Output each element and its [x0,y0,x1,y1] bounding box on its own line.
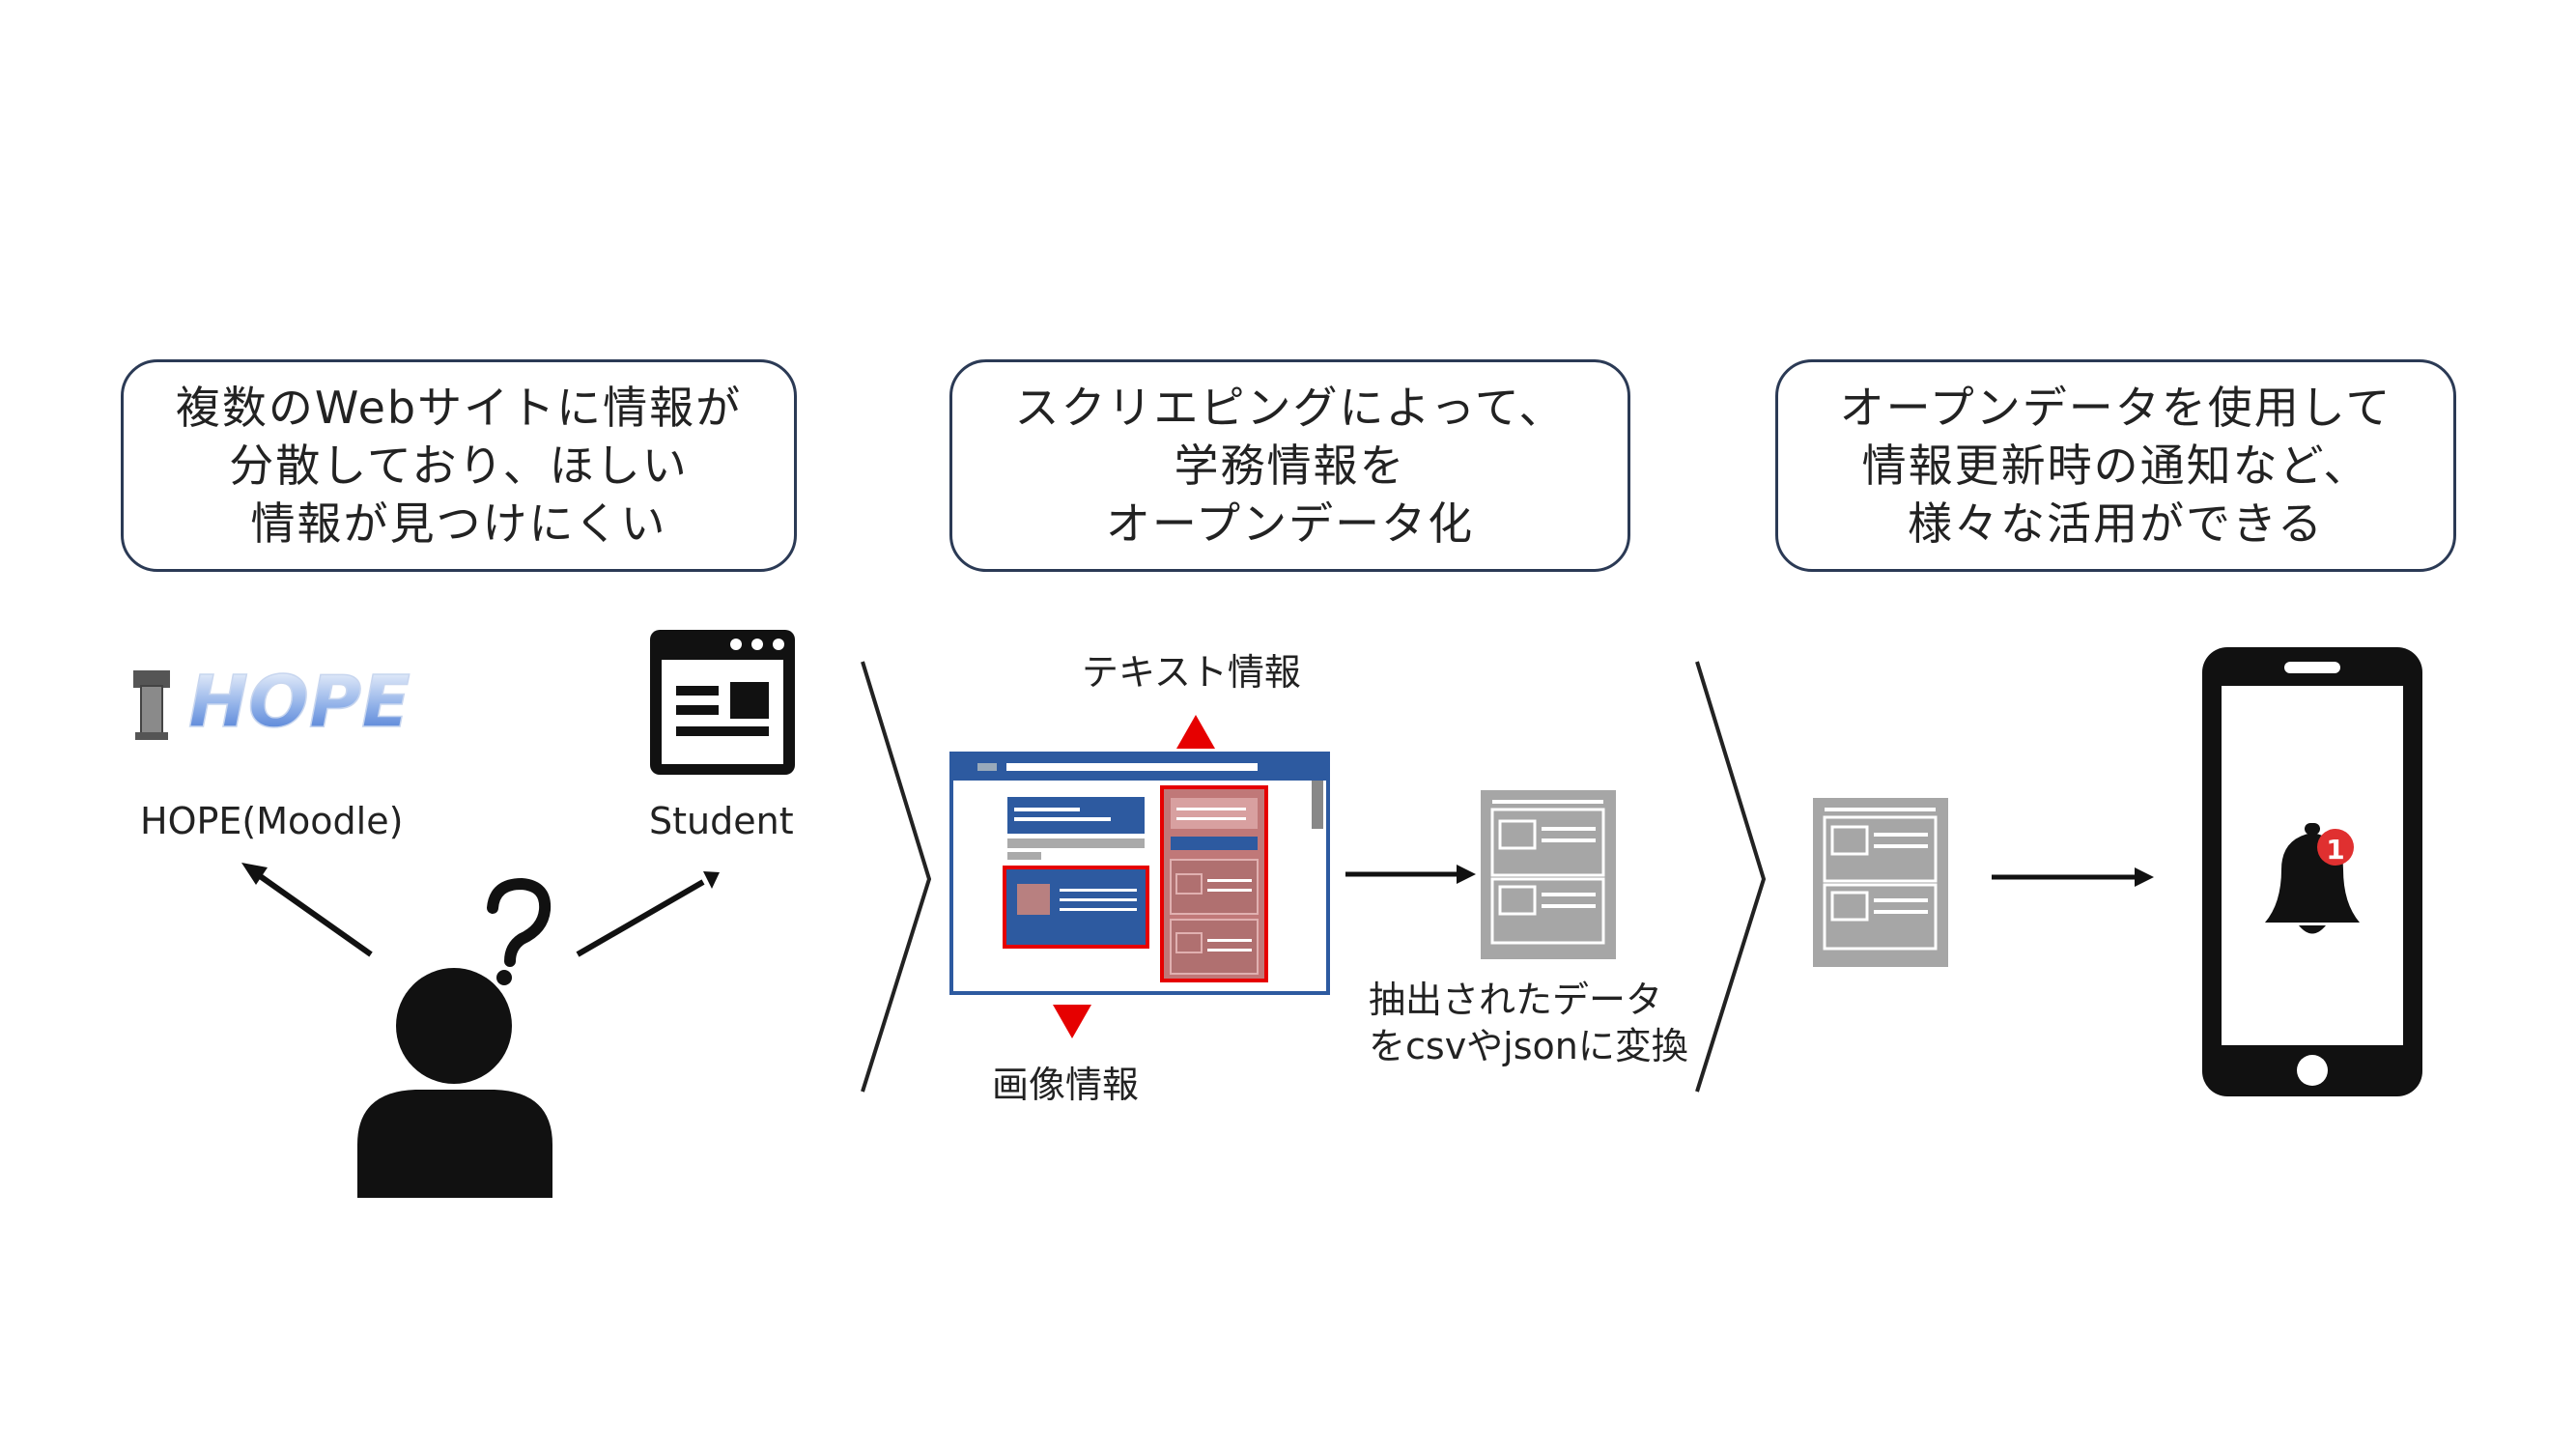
solution-line-3: オープンデータ化 [1105,497,1475,550]
arrow-to-phone [1992,867,2154,887]
open-data-document [1813,798,1948,967]
problem-caption-box: 複数のWebサイトに情報が 分散しており、ほしい 情報が見つけにくい [121,359,797,572]
problem-line-3: 情報が見つけにくい [250,497,667,550]
hope-logo: HOPE [133,660,410,745]
problem-line-2: 分散しており、ほしい [229,440,689,492]
result-line-1: オープンデータを使用して [1839,382,2392,434]
problem-line-1: 複数のWebサイトに情報が [175,382,743,434]
text-info-arrowhead [1176,715,1215,749]
result-caption-box: オープンデータを使用して 情報更新時の通知など、 様々な活用ができる [1775,359,2456,572]
image-info-highlight [1003,866,1149,949]
student-caption: Student [649,800,794,842]
student-site-icon [650,630,795,775]
hope-pillar-icon [133,670,170,740]
notification-badge: 1 [2317,829,2354,866]
extracted-data-label-1: 抽出されたデータ [1369,979,1663,1021]
step-chevron-2 [1695,661,1767,1093]
result-line-3: 様々な活用ができる [1907,497,2325,550]
image-info-arrowhead [1053,1005,1091,1038]
text-info-label: テキスト情報 [1082,651,1301,694]
solution-caption-box: スクリエピングによって、 学務情報を オープンデータ化 [949,359,1630,572]
solution-line-1: スクリエピングによって、 [1014,382,1566,434]
notification-count: 1 [2326,834,2344,866]
result-line-2: 情報更新時の通知など、 [1861,440,2370,492]
hope-caption: HOPE(Moodle) [140,800,404,842]
confused-user-icon [357,877,552,1198]
arrow-to-student [576,871,720,957]
arrow-to-hope [241,863,373,957]
step-chevron-1 [861,661,932,1093]
extracted-data-document [1481,790,1616,959]
arrow-to-extracted-data [1345,865,1476,884]
hope-logo-text: HOPE [188,661,410,744]
extracted-data-label-2: をcsvやjsonに変換 [1369,1025,1688,1067]
solution-line-2: 学務情報を [1174,440,1406,492]
image-info-label: 画像情報 [992,1064,1140,1106]
text-info-highlight [1160,785,1268,982]
